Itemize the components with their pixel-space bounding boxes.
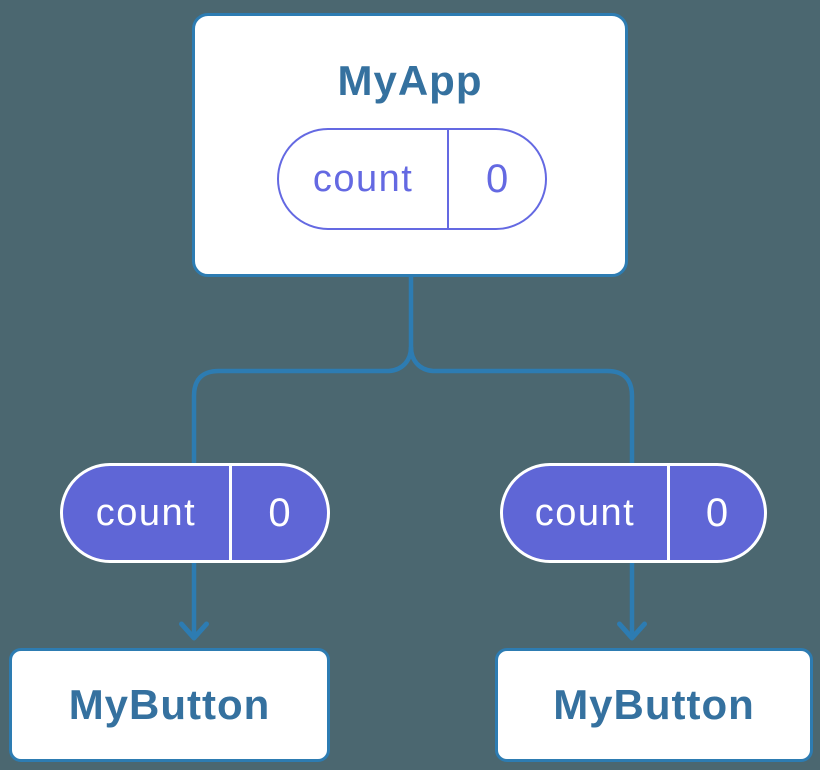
state-label: count [279, 130, 450, 228]
state-value: 0 [485, 156, 509, 201]
state-pill: count 0 [277, 128, 547, 230]
component-card-mybutton-right: MyButton [495, 648, 813, 762]
component-title: MyApp [337, 57, 483, 104]
edge-right-branch [408, 346, 635, 638]
arrowhead-left-icon [179, 621, 209, 641]
arrowhead-right-icon [617, 621, 647, 641]
edge-left-branch [191, 346, 414, 638]
prop-pill-left: count 0 [60, 463, 330, 563]
component-title: MyButton [553, 681, 755, 728]
component-card-mybutton-left: MyButton [9, 648, 330, 762]
prop-pill-right: count 0 [500, 463, 767, 563]
component-title: MyButton [68, 681, 271, 728]
prop-value: 0 [705, 490, 729, 535]
prop-value: 0 [268, 490, 291, 535]
component-card-myapp: MyApp count 0 [192, 13, 628, 277]
prop-label: count [63, 466, 232, 560]
prop-label: count [503, 466, 671, 560]
